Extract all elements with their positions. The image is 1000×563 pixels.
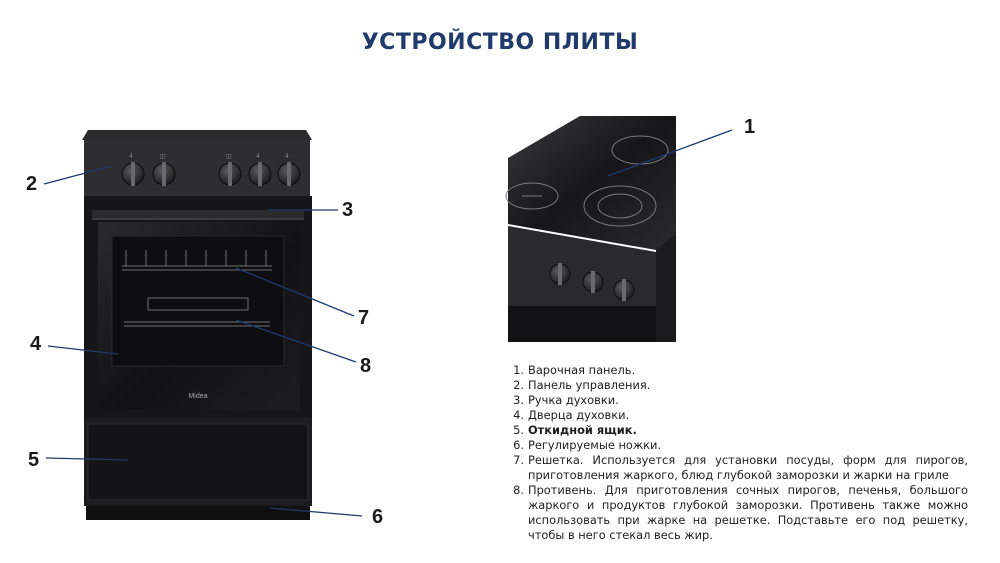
- oven-rack: [122, 250, 272, 271]
- legend-item: 2.Панель управления.: [513, 378, 651, 392]
- knob-icon: [218, 162, 242, 186]
- callout-8: 8: [360, 355, 372, 377]
- knob-icon: [277, 162, 301, 186]
- callout-1: 1: [744, 116, 756, 138]
- control-panel: [84, 140, 310, 196]
- oven-handle: [92, 210, 304, 218]
- legend-item: 5.Откидной ящик.: [513, 423, 637, 437]
- callout-4: 4: [30, 333, 42, 355]
- callout-2: 2: [26, 173, 38, 195]
- stove-front-view: 4 ◫ ◫ 4 4 Midea: [82, 130, 312, 520]
- legend-item: 8.Противень. Для приготовления сочных пи…: [513, 483, 968, 542]
- legend-item: 4.Дверца духовки.: [513, 408, 630, 422]
- baking-tray: [124, 297, 270, 327]
- knob-icon: [121, 162, 145, 186]
- hob-top-edge: [82, 130, 312, 140]
- callout-7: 7: [358, 307, 370, 329]
- cooktop-surface: [508, 116, 676, 250]
- callout-3: 3: [342, 199, 354, 221]
- adjustable-feet: [86, 506, 310, 520]
- brand-logo: Midea: [188, 393, 207, 400]
- legend-item: 6.Регулируемые ножки.: [513, 438, 662, 452]
- knob-icon: [582, 271, 604, 293]
- svg-text:◫: ◫: [160, 153, 166, 160]
- leader-line-1: [607, 129, 733, 177]
- parts-legend: 1.Варочная панель. 2.Панель управления. …: [508, 363, 968, 543]
- svg-text:4: 4: [256, 153, 260, 160]
- svg-text:4: 4: [285, 153, 289, 160]
- callout-6: 6: [372, 506, 384, 528]
- oven-window: [111, 235, 285, 367]
- hob-closeup: [505, 116, 676, 342]
- page-title: УСТРОЙСТВО ПЛИТЫ: [361, 30, 639, 55]
- legend-item: 1.Варочная панель.: [513, 363, 636, 377]
- knob-icon: [248, 162, 272, 186]
- legend-item: 3.Ручка духовки.: [513, 393, 619, 407]
- legend-item: 7.Решетка. Используется для установки по…: [513, 453, 968, 482]
- control-knobs: 4 ◫ ◫ 4 4: [121, 153, 301, 186]
- closeup-knobs: [549, 263, 635, 301]
- leader-lines-left: [43, 165, 363, 517]
- knob-icon: [549, 263, 571, 285]
- knob-icon: [152, 162, 176, 186]
- callout-5: 5: [28, 449, 40, 471]
- svg-text:4: 4: [129, 153, 133, 160]
- svg-text:◫: ◫: [226, 153, 232, 160]
- knob-icon: [613, 279, 635, 301]
